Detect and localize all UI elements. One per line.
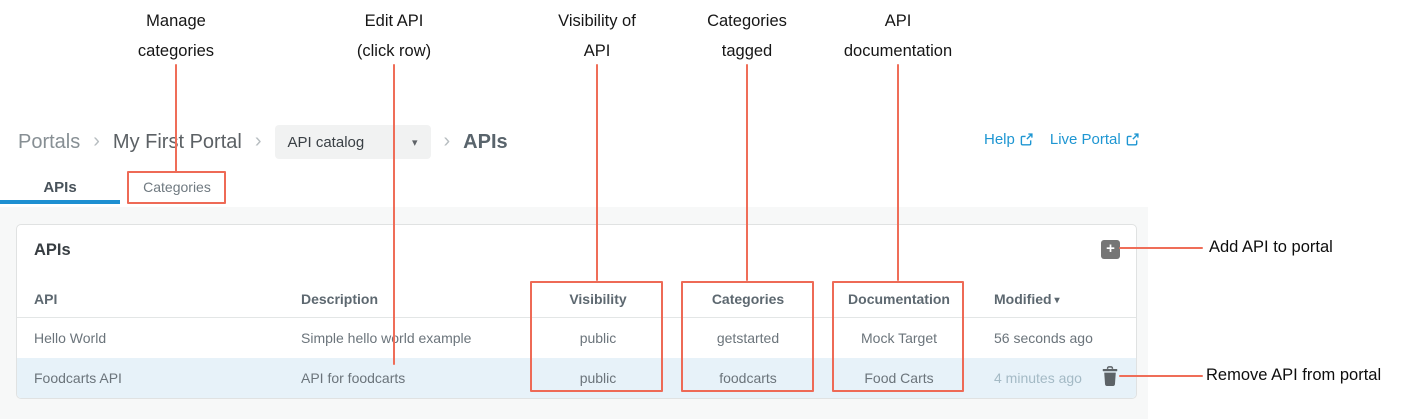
annotation-box-categories-column xyxy=(681,281,814,392)
panel-title: APIs xyxy=(34,241,71,259)
tab-apis[interactable]: APIs xyxy=(43,178,77,196)
annotation-text: documentation xyxy=(843,42,953,60)
column-header-description: Description xyxy=(301,291,379,307)
annotation-text: Categories xyxy=(707,12,787,30)
remove-api-button[interactable] xyxy=(1101,366,1119,387)
column-header-api: API xyxy=(34,291,58,307)
annotation-text: Edit API xyxy=(364,12,424,30)
active-tab-underline xyxy=(0,200,120,204)
cell-description: API for foodcarts xyxy=(301,370,406,386)
annotation-text: Visibility of xyxy=(558,12,636,30)
annotation-visibility: Visibility of API xyxy=(507,6,687,66)
header-links: Help Live Portal xyxy=(984,131,1139,148)
annotation-text: Manage xyxy=(146,12,206,30)
annotation-line-categories xyxy=(746,64,748,281)
add-api-button[interactable]: + xyxy=(1101,240,1120,259)
cell-categories: foodcarts xyxy=(719,370,777,386)
column-header-categories: Categories xyxy=(711,291,785,307)
cell-modified: 4 minutes ago xyxy=(994,370,1082,386)
help-link-label: Help xyxy=(984,131,1015,148)
tab-categories[interactable]: Categories xyxy=(143,179,211,195)
annotation-line-manage-categories xyxy=(175,64,177,172)
breadcrumb: Portals › My First Portal › API catalog … xyxy=(18,124,508,160)
annotation-add-api: Add API to portal xyxy=(1209,238,1333,256)
annotation-text: API xyxy=(583,42,611,60)
annotation-api-documentation: API documentation xyxy=(808,6,988,66)
cell-visibility: public xyxy=(579,370,617,386)
annotation-line-add-api xyxy=(1119,247,1203,249)
column-header-modified-label: Modified xyxy=(994,291,1052,307)
breadcrumb-my-first-portal[interactable]: My First Portal xyxy=(112,130,242,153)
api-catalog-dropdown-value: API catalog xyxy=(287,133,365,151)
chevron-right-icon: › xyxy=(93,129,100,152)
cell-documentation: Mock Target xyxy=(861,330,937,346)
sort-caret-icon: ▾ xyxy=(1054,295,1060,306)
annotation-box-categories-tab xyxy=(127,171,226,204)
breadcrumb-current-apis: APIs xyxy=(463,130,508,153)
cell-api: Hello World xyxy=(34,330,107,346)
external-link-icon xyxy=(1020,133,1033,146)
breadcrumb-portals[interactable]: Portals xyxy=(18,130,81,153)
plus-icon: + xyxy=(1106,240,1115,257)
chevron-right-icon: › xyxy=(254,129,262,152)
help-link[interactable]: Help xyxy=(984,131,1033,148)
trash-icon xyxy=(1102,366,1118,386)
annotation-box-visibility-column xyxy=(530,281,663,392)
annotation-line-visibility xyxy=(596,64,598,281)
annotation-box-documentation-column xyxy=(832,281,964,392)
cell-documentation: Food Carts xyxy=(864,370,934,386)
api-catalog-dropdown[interactable]: API catalog ▾ xyxy=(274,125,431,159)
cell-modified: 56 seconds ago xyxy=(994,330,1093,346)
cell-visibility: public xyxy=(579,330,617,346)
cell-api: Foodcarts API xyxy=(34,370,122,386)
caret-down-icon: ▾ xyxy=(411,136,418,149)
annotation-remove-api: Remove API from portal xyxy=(1206,366,1382,384)
annotation-text: tagged xyxy=(721,42,773,60)
table-header-row: API Description Visibility Categories Do… xyxy=(17,282,1136,318)
cell-description: Simple hello world example xyxy=(301,330,472,346)
column-header-modified[interactable]: Modified▾ xyxy=(994,291,1060,307)
annotation-edit-api: Edit API (click row) xyxy=(304,6,484,66)
annotation-line-edit-api xyxy=(393,64,395,365)
annotation-line-documentation xyxy=(897,64,899,281)
live-portal-link-label: Live Portal xyxy=(1049,131,1121,148)
live-portal-link[interactable]: Live Portal xyxy=(1050,131,1139,148)
column-header-documentation: Documentation xyxy=(848,291,950,307)
external-link-icon xyxy=(1126,133,1139,146)
column-header-visibility: Visibility xyxy=(569,291,627,307)
annotation-line-remove-api xyxy=(1119,375,1203,377)
annotation-text: categories xyxy=(137,42,215,60)
annotation-text: API xyxy=(884,12,912,30)
annotation-categories-tagged: Categories tagged xyxy=(657,6,837,66)
table-row-hello-world[interactable]: Hello World Simple hello world example p… xyxy=(17,318,1136,358)
annotation-text: (click row) xyxy=(356,42,432,60)
annotation-manage-categories: Manage categories xyxy=(86,6,266,66)
chevron-right-icon: › xyxy=(443,129,451,152)
cell-categories: getstarted xyxy=(716,330,780,346)
